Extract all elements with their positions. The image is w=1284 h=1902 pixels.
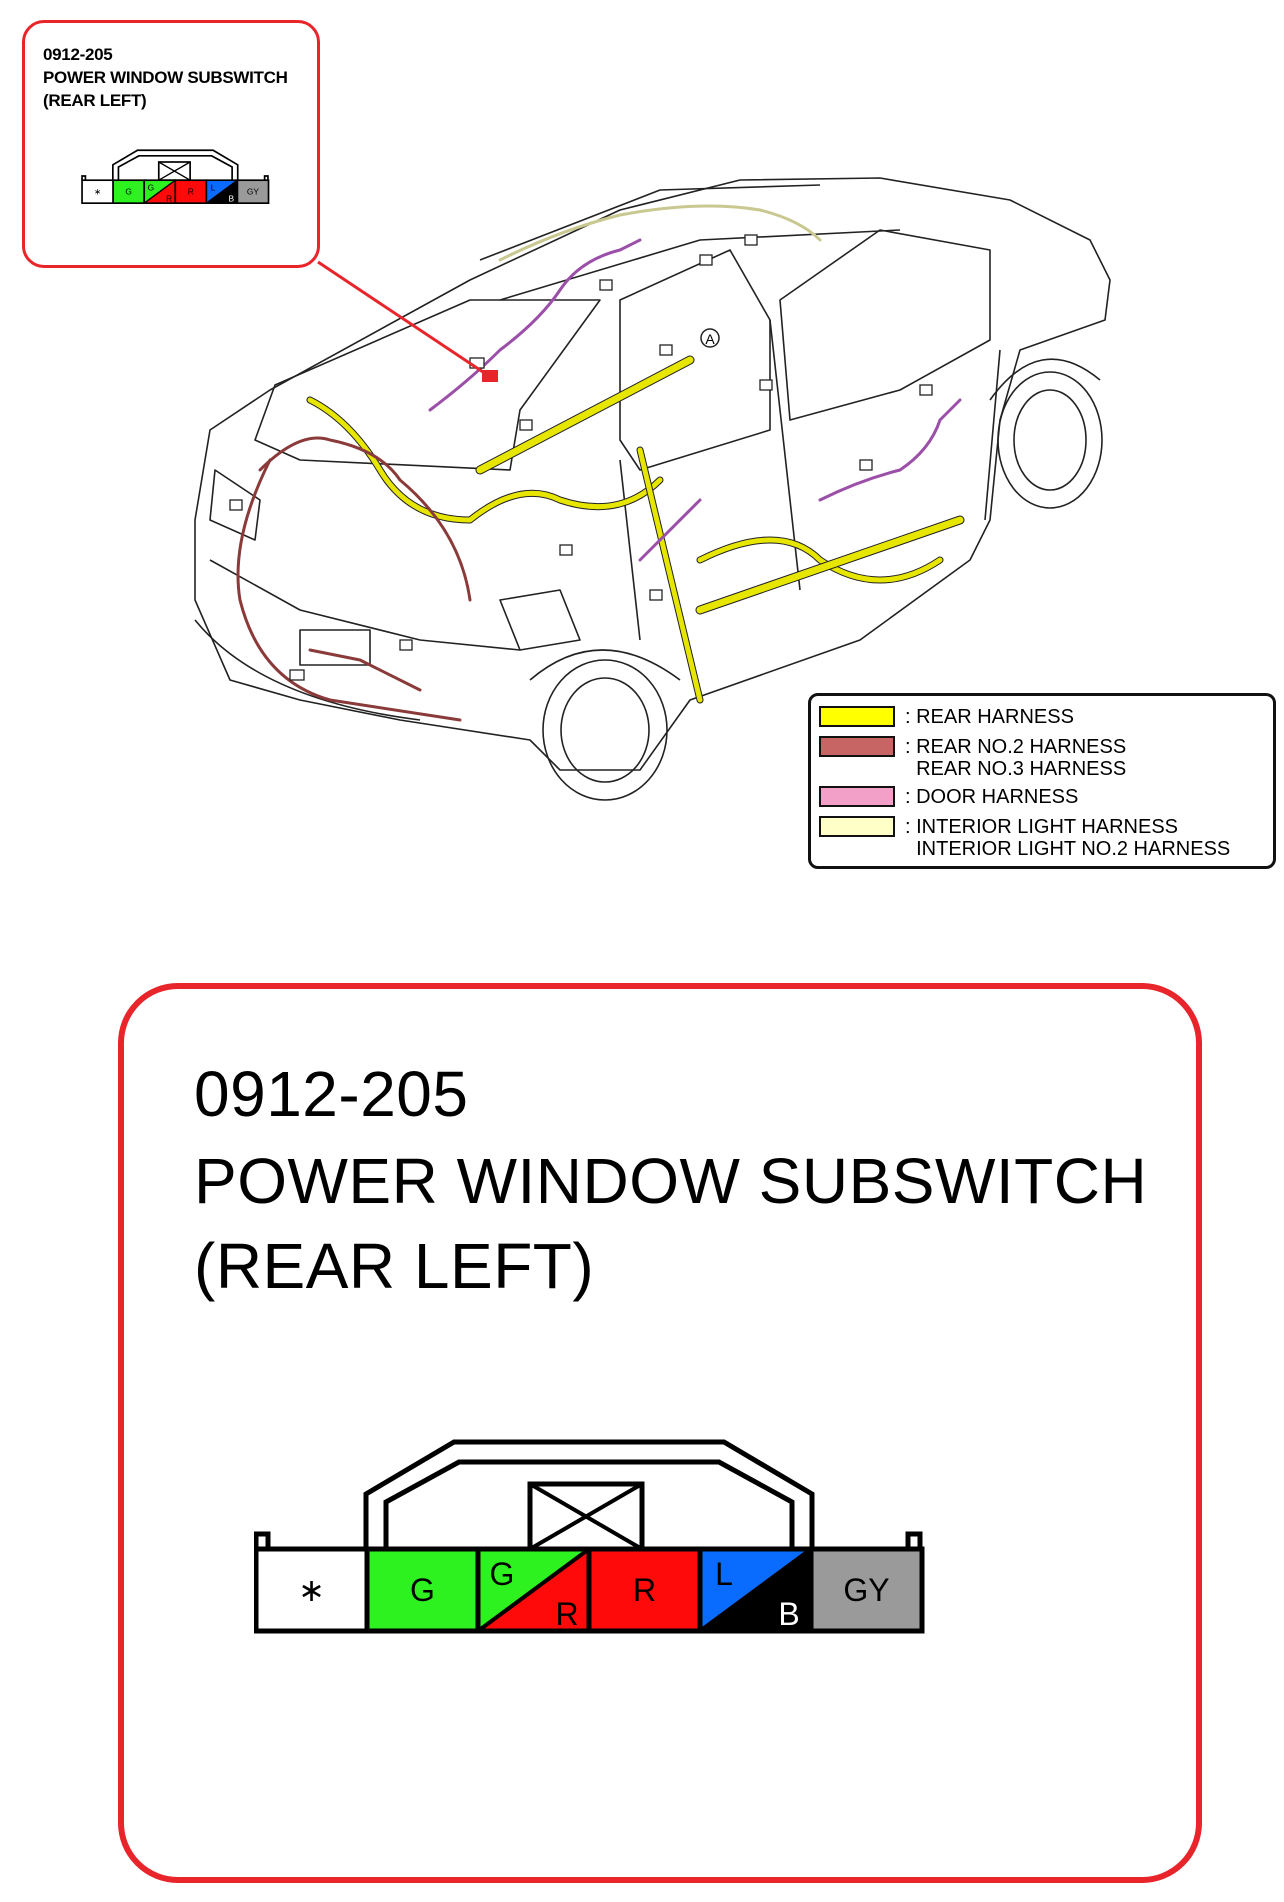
connector-housing-inner bbox=[117, 155, 233, 181]
connector-pin-6: GY bbox=[236, 179, 270, 204]
legend-label: : REAR HARNESS bbox=[905, 706, 1074, 728]
pin-wire-color bbox=[175, 180, 207, 204]
pin-wire-color bbox=[367, 1549, 478, 1631]
connector-housing-outer bbox=[363, 1439, 815, 1549]
pin-label-main: G bbox=[148, 182, 155, 192]
pin-split-line bbox=[143, 179, 176, 204]
pin-label: ∗ bbox=[298, 1572, 325, 1608]
connector-position: (REAR LEFT) bbox=[194, 1230, 595, 1302]
location-marker-a-label: A bbox=[705, 331, 715, 347]
connector-housing-outer bbox=[112, 149, 239, 181]
connector-pin-5: LB bbox=[697, 1546, 814, 1634]
connector-callout-small: 0912-205 POWER WINDOW SUBSWITCH (REAR LE… bbox=[22, 20, 320, 268]
harness-legend: : REAR HARNESS : REAR NO.2 HARNESS REAR … bbox=[808, 693, 1276, 869]
connector-pin-4: R bbox=[586, 1546, 703, 1634]
connector-pin-2: G bbox=[364, 1546, 481, 1634]
connector-lock-cross bbox=[158, 161, 191, 181]
legend-swatch bbox=[819, 736, 895, 757]
pin-label-stripe: R bbox=[555, 1596, 578, 1632]
connector-left-tab bbox=[81, 175, 87, 181]
legend-item-door-harness: : DOOR HARNESS bbox=[819, 786, 1078, 808]
pin-wire-color bbox=[237, 180, 269, 204]
car-outline-drawing: A bbox=[194, 177, 1111, 801]
pin-label: ∗ bbox=[94, 187, 101, 197]
pin-label: G bbox=[125, 187, 132, 197]
connector-position-small: (REAR LEFT) bbox=[43, 91, 147, 110]
pin-label-stripe: R bbox=[166, 193, 172, 203]
pin-wire-color bbox=[256, 1549, 367, 1631]
pin-cell-border bbox=[808, 1546, 925, 1634]
legend-label: : INTERIOR LIGHT HARNESS bbox=[905, 816, 1179, 838]
legend-swatch bbox=[819, 786, 895, 807]
connector-pin-3: GR bbox=[143, 179, 177, 204]
connector-right-tab bbox=[905, 1531, 923, 1549]
legend-label: : REAR NO.2 HARNESS bbox=[905, 736, 1127, 758]
location-marker-a bbox=[700, 328, 720, 348]
pin-wire-color bbox=[82, 180, 114, 204]
connector-lock-cross bbox=[528, 1482, 644, 1551]
legend-label: INTERIOR LIGHT NO.2 HARNESS bbox=[905, 838, 1231, 860]
pin-split-line bbox=[205, 179, 238, 204]
legend-swatch bbox=[819, 706, 895, 727]
connector-pin-2: G bbox=[112, 179, 146, 204]
pin-wire-color bbox=[811, 1549, 922, 1631]
pin-label: G bbox=[410, 1572, 435, 1608]
leader-line bbox=[317, 260, 493, 380]
connector-left-tab bbox=[254, 1531, 271, 1549]
connector-right-tab bbox=[263, 175, 269, 181]
legend-swatch bbox=[819, 816, 895, 837]
connector-pin-4: R bbox=[174, 179, 208, 204]
pin-label: GY bbox=[247, 187, 260, 197]
pin-label: R bbox=[633, 1572, 656, 1608]
pin-label-main: L bbox=[715, 1556, 733, 1592]
connector-name-small: POWER WINDOW SUBSWITCH bbox=[43, 68, 288, 87]
connector-pin-6: GY bbox=[808, 1546, 925, 1634]
pin-wire-color bbox=[589, 1549, 700, 1631]
pin-label-stripe: B bbox=[228, 193, 234, 203]
legend-label: : DOOR HARNESS bbox=[905, 786, 1079, 808]
connector-pin-5: LB bbox=[205, 179, 239, 204]
connector-housing-inner bbox=[383, 1459, 795, 1549]
legend-label: REAR NO.3 HARNESS bbox=[905, 758, 1127, 780]
connector-callout-large: 0912-205 POWER WINDOW SUBSWITCH (REAR LE… bbox=[118, 983, 1202, 1883]
vehicle-wiring-illustration: A bbox=[0, 0, 1284, 900]
pin-cell-border bbox=[236, 179, 270, 204]
legend-item-rear-no2-harness: : REAR NO.2 HARNESS REAR NO.3 HARNESS bbox=[819, 736, 1126, 780]
pin-label-stripe: B bbox=[778, 1596, 799, 1632]
legend-item-interior-light-harness: : INTERIOR LIGHT HARNESS INTERIOR LIGHT … bbox=[819, 816, 1230, 860]
connector-code-small: 0912-205 bbox=[43, 45, 113, 64]
pin-label: R bbox=[188, 187, 194, 197]
pin-split-line bbox=[698, 1547, 813, 1633]
pin-split-line bbox=[476, 1547, 591, 1633]
connector-name: POWER WINDOW SUBSWITCH bbox=[194, 1145, 1148, 1217]
pin-label-main: L bbox=[211, 182, 216, 192]
connector-code: 0912-205 bbox=[194, 1058, 469, 1130]
pin-wire-color bbox=[113, 180, 145, 204]
connector-location-marker bbox=[482, 370, 498, 382]
pin-label: GY bbox=[843, 1572, 889, 1608]
connector-pin-3: GR bbox=[475, 1546, 592, 1634]
connector-pin-1: ∗ bbox=[81, 179, 114, 204]
pin-label-main: G bbox=[490, 1556, 515, 1592]
legend-item-rear-harness: : REAR HARNESS bbox=[819, 706, 1074, 728]
connector-pin-1: ∗ bbox=[254, 1546, 370, 1634]
